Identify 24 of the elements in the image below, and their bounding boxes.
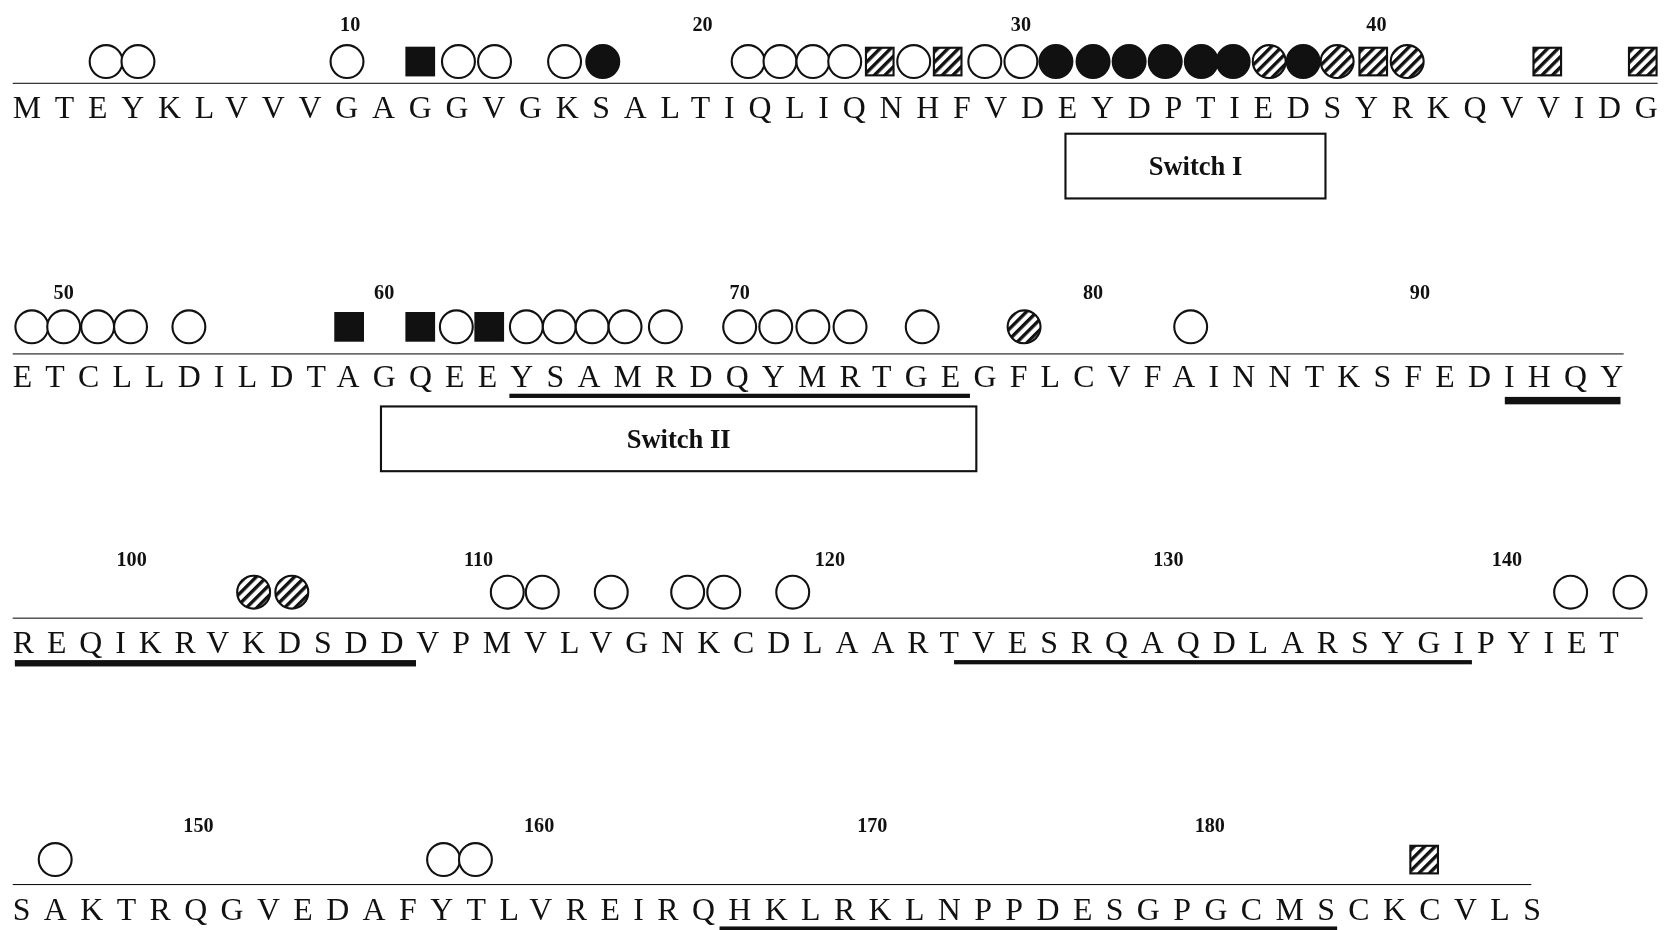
position-number: 100 xyxy=(116,547,147,571)
position-number: 70 xyxy=(729,281,750,305)
position-number: 40 xyxy=(1366,12,1387,37)
position-number: 60 xyxy=(374,281,395,305)
sequence-text: MTEYKLVVVGAGGVGKSALTIQLIQNHFVDEYDPTIEDSYRKQVVIDG xyxy=(12,91,1658,124)
position-number: 30 xyxy=(1010,12,1031,37)
position-number: 120 xyxy=(814,547,845,571)
position-number: 150 xyxy=(183,813,214,838)
region-box: Switch I xyxy=(1064,132,1327,200)
position-number: 80 xyxy=(1083,281,1104,305)
position-number: 130 xyxy=(1153,547,1184,571)
sequence-text: REQIKRVKDSDDVPMVLVGNKCDLAARTVESRQAQDLARSYGIPYIET xyxy=(12,626,1619,658)
sequence-text: SAKTRQGVEDAFYTLVREIRQHKLRKLNPPDESGPGCMSCKCVLS xyxy=(12,893,1541,926)
position-number: 160 xyxy=(524,813,555,838)
position-number: 180 xyxy=(1194,813,1225,838)
sequence-text: ETCLLDILDTAGQEEYSAMRDQYMRTGEGFLCVFAINNTKSFEDIHQY xyxy=(12,360,1624,393)
region-box: Switch II xyxy=(379,405,978,473)
position-number: 110 xyxy=(464,547,494,571)
position-number: 20 xyxy=(692,12,713,37)
position-number: 50 xyxy=(53,281,74,305)
position-number: 90 xyxy=(1409,281,1430,305)
position-number: 170 xyxy=(857,813,888,838)
position-number: 10 xyxy=(340,12,361,37)
position-number: 140 xyxy=(1491,547,1523,571)
